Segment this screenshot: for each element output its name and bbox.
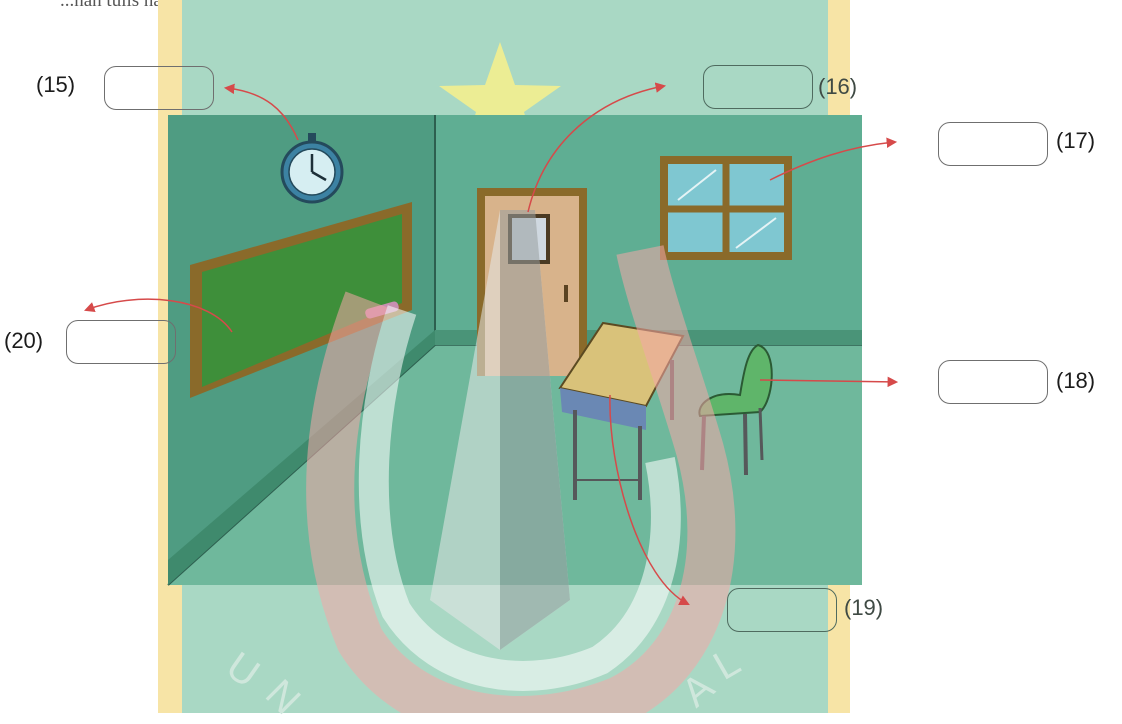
label-number-17: (17) <box>1056 128 1095 154</box>
answer-box-19[interactable] <box>727 588 837 632</box>
window-icon <box>660 156 792 260</box>
label-number-18: (18) <box>1056 368 1095 394</box>
answer-box-15[interactable] <box>104 66 214 110</box>
label-number-15: (15) <box>36 72 75 98</box>
label-number-16: (16) <box>818 74 857 100</box>
label-number-20: (20) <box>4 328 43 354</box>
answer-box-16[interactable] <box>703 65 813 109</box>
answer-box-20[interactable] <box>66 320 176 364</box>
label-number-19: (19) <box>844 595 883 621</box>
answer-box-18[interactable] <box>938 360 1048 404</box>
answer-box-17[interactable] <box>938 122 1048 166</box>
